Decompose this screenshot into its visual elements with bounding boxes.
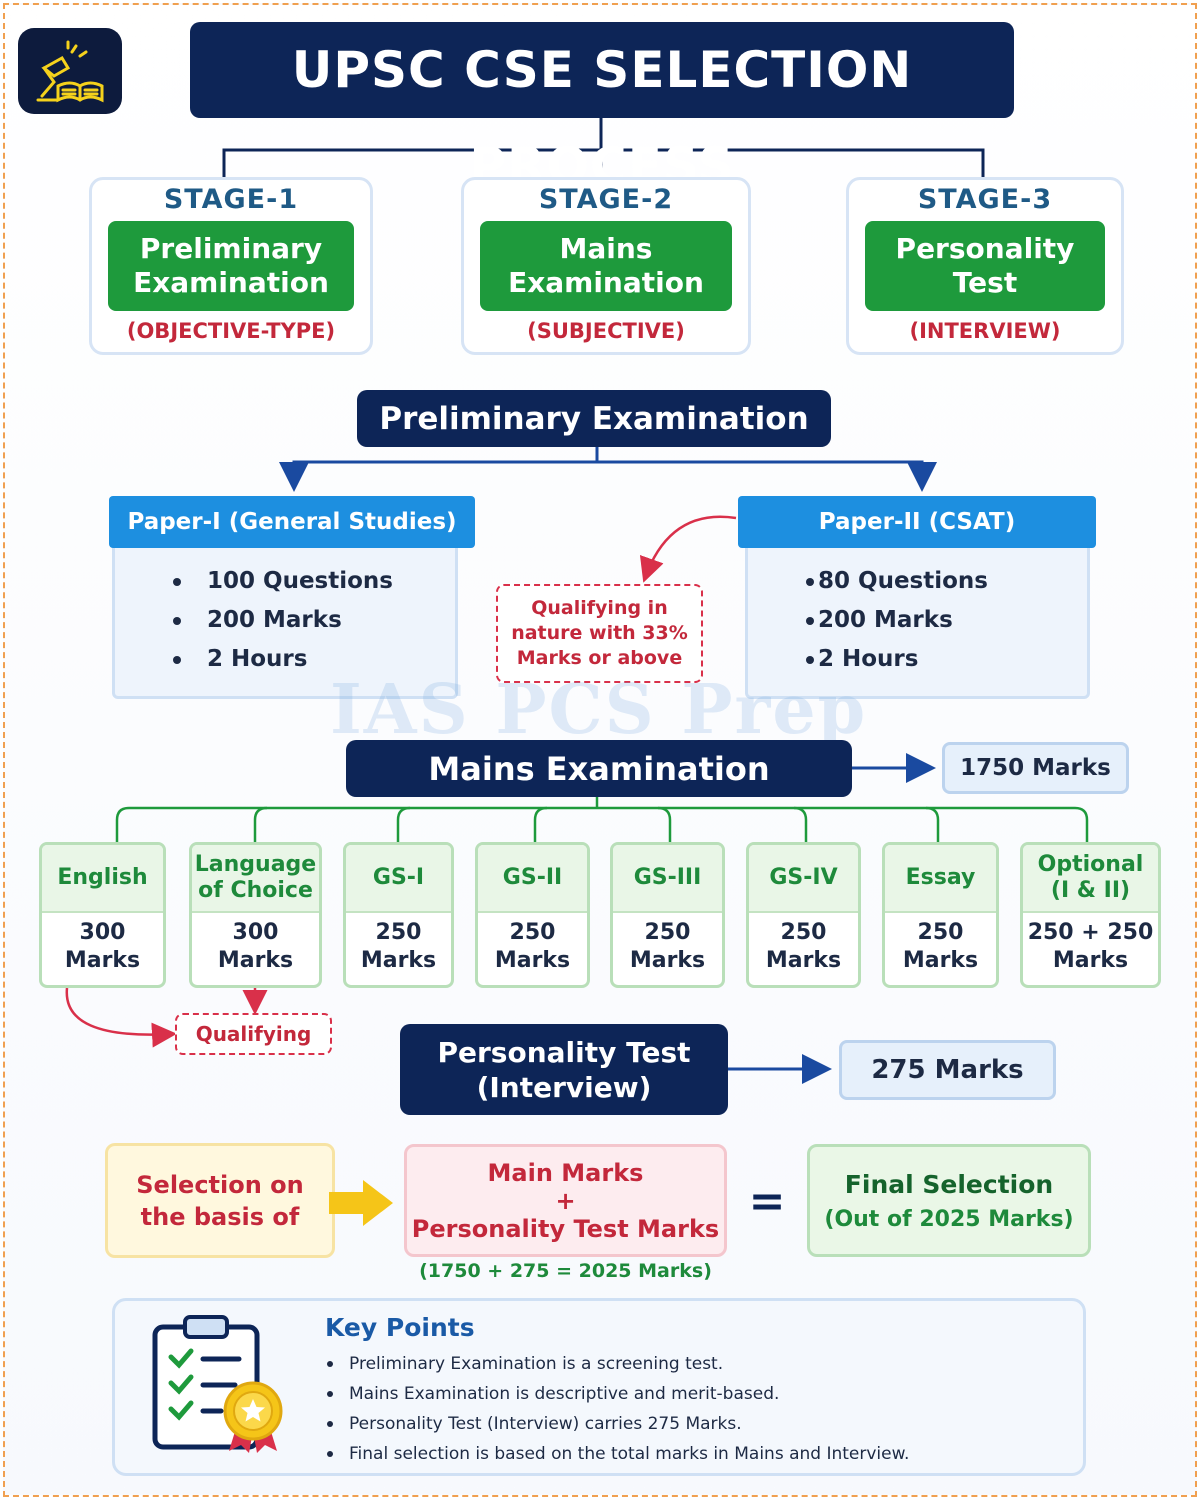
interview-title: Personality Test (Interview) <box>400 1024 728 1115</box>
interview-marks: 275 Marks <box>839 1040 1056 1100</box>
paper-2-list: 80 Questions 200 Marks 2 Hours <box>748 562 1087 679</box>
logo <box>18 28 122 114</box>
lamp-book-icon <box>36 40 104 103</box>
stage-type: (OBJECTIVE-TYPE) <box>126 319 336 343</box>
paper-2-card: Paper-II (CSAT) 80 Questions 200 Marks 2… <box>738 496 1096 699</box>
paper-name: GS-IV <box>749 845 858 913</box>
mains-paper-card: Optional (I & II) 250 + 250 Marks <box>1020 842 1161 988</box>
paper-marks: 250 Marks <box>494 920 571 973</box>
prelims-title: Preliminary Examination <box>357 390 831 447</box>
paper-name: English <box>42 845 163 913</box>
mains-paper-card: GS-I 250 Marks <box>343 842 454 988</box>
stage-name: Preliminary Examination <box>108 221 354 311</box>
list-item: Mains Examination is descriptive and mer… <box>325 1379 909 1409</box>
mains-paper-card: Language of Choice 300 Marks <box>189 842 322 988</box>
stage-label: STAGE-3 <box>917 184 1053 215</box>
key-points-title: Key Points <box>325 1313 475 1342</box>
paper-1-list: 100 Questions 200 Marks 2 Hours <box>115 562 455 679</box>
final-selection-title: Final Selection <box>844 1169 1054 1199</box>
final-selection-subtitle: (Out of 2025 Marks) <box>824 1206 1074 1232</box>
stage-type: (INTERVIEW) <box>909 319 1061 343</box>
mains-paper-card: English 300 Marks <box>39 842 166 988</box>
paper-marks: 250 + 250 Marks <box>1027 920 1154 973</box>
clipboard-checklist-icon <box>152 1315 283 1453</box>
paper-marks: 250 Marks <box>902 920 979 973</box>
list-item: 200 Marks <box>115 601 455 640</box>
paper-2-title: Paper-II (CSAT) <box>738 496 1096 548</box>
page-title: UPSC CSE SELECTION PROCESS <box>190 22 1014 195</box>
stage-type: (SUBJECTIVE) <box>527 319 685 343</box>
mains-paper-card: GS-III 250 Marks <box>610 842 725 988</box>
list-item: 200 Marks <box>748 601 1087 640</box>
key-points-list: Preliminary Examination is a screening t… <box>325 1349 909 1469</box>
paper-marks: 250 Marks <box>629 920 706 973</box>
qualifying-note: Qualifying in nature with 33% Marks or a… <box>496 584 703 683</box>
paper-name: Essay <box>885 845 996 913</box>
list-item: Preliminary Examination is a screening t… <box>325 1349 909 1379</box>
mains-paper-card: GS-IV 250 Marks <box>746 842 861 988</box>
paper-marks: 250 Marks <box>765 920 842 973</box>
paper-marks: 300 Marks <box>217 920 294 973</box>
qualifying-badge: Qualifying <box>175 1013 332 1055</box>
stage-1-card: STAGE-1 Preliminary Examination (OBJECTI… <box>89 177 373 355</box>
stage-3-card: STAGE-3 Personality Test (INTERVIEW) <box>846 177 1124 355</box>
final-selection-box: Final Selection (Out of 2025 Marks) <box>807 1144 1091 1257</box>
stage-2-card: STAGE-2 Mains Examination (SUBJECTIVE) <box>461 177 751 355</box>
list-item: 2 Hours <box>115 640 455 679</box>
watermark: IAS PCS Prep <box>330 670 868 750</box>
paper-name: Optional (I & II) <box>1023 845 1158 913</box>
plus-sign: + <box>555 1186 576 1215</box>
mains-title: Mains Examination <box>346 740 852 797</box>
equals-sign: = <box>748 1176 786 1227</box>
list-item: Final selection is based on the total ma… <box>325 1439 909 1469</box>
key-points-panel: Key Points Preliminary Examination is a … <box>112 1298 1086 1476</box>
stage-name: Mains Examination <box>480 221 732 311</box>
mains-paper-card: Essay 250 Marks <box>882 842 999 988</box>
stage-label: STAGE-1 <box>163 184 299 215</box>
paper-name: GS-I <box>346 845 451 913</box>
paper-1-title: Paper-I (General Studies) <box>109 496 475 548</box>
main-marks-label: Main Marks <box>487 1158 644 1187</box>
paper-name: GS-II <box>478 845 587 913</box>
list-item: 100 Questions <box>115 562 455 601</box>
paper-name: Language of Choice <box>192 845 319 913</box>
paper-name: GS-III <box>613 845 722 913</box>
marks-formula-box: Main Marks + Personality Test Marks <box>404 1144 727 1257</box>
pt-marks-label: Personality Test Marks <box>411 1214 720 1243</box>
arrow-right-icon <box>329 1180 393 1226</box>
list-item: 80 Questions <box>748 562 1087 601</box>
stage-name: Personality Test <box>865 221 1105 311</box>
mains-paper-card: GS-II 250 Marks <box>475 842 590 988</box>
list-item: 2 Hours <box>748 640 1087 679</box>
mains-total-marks: 1750 Marks <box>942 742 1129 794</box>
formula-calculation: (1750 + 275 = 2025 Marks) <box>419 1260 712 1282</box>
paper-1-card: Paper-I (General Studies) 100 Questions … <box>109 496 475 699</box>
stage-label: STAGE-2 <box>538 184 674 215</box>
selection-basis-box: Selection on the basis of <box>105 1143 335 1258</box>
paper-marks: 250 Marks <box>360 920 437 973</box>
paper-marks: 300 Marks <box>64 920 141 973</box>
list-item: Personality Test (Interview) carries 275… <box>325 1409 909 1439</box>
